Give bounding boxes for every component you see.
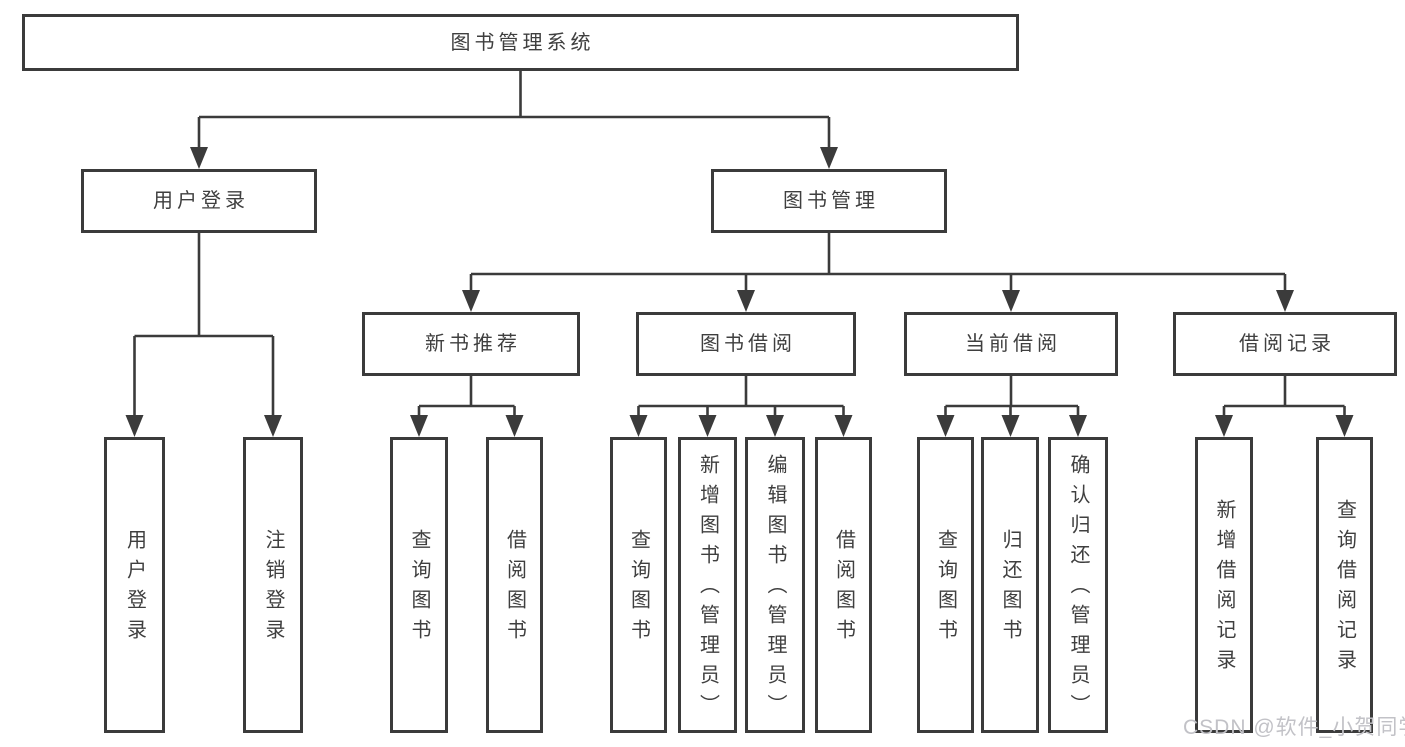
leaf-query-books-recommend: 查询图书 — [390, 437, 448, 733]
leaf-user-login: 用户登录 — [104, 437, 165, 733]
node-current-borrowing: 当前借阅 — [904, 312, 1118, 376]
leaf-query-books-current: 查询图书 — [917, 437, 974, 733]
leaf-borrow-books-recommend: 借阅图书 — [486, 437, 543, 733]
leaf-add-books-admin: 新增图书（管理员） — [678, 437, 737, 733]
node-book-management: 图书管理 — [711, 169, 947, 233]
leaf-return-books: 归还图书 — [981, 437, 1039, 733]
leaf-borrow-books: 借阅图书 — [815, 437, 872, 733]
node-new-book-recommend: 新书推荐 — [362, 312, 580, 376]
node-borrowing-records: 借阅记录 — [1173, 312, 1397, 376]
leaf-query-books-borrowing: 查询图书 — [610, 437, 667, 733]
node-user-login: 用户登录 — [81, 169, 317, 233]
leaf-edit-books-admin: 编辑图书（管理员） — [745, 437, 805, 733]
leaf-query-borrow-record: 查询借阅记录 — [1316, 437, 1373, 733]
csdn-watermark: CSDN @软件_小贺同学 — [1183, 716, 1405, 739]
node-library-management-system: 图书管理系统 — [22, 14, 1019, 71]
leaf-confirm-return-admin: 确认归还（管理员） — [1048, 437, 1108, 733]
leaf-logout: 注销登录 — [243, 437, 303, 733]
node-book-borrowing: 图书借阅 — [636, 312, 856, 376]
leaf-add-borrow-record: 新增借阅记录 — [1195, 437, 1253, 733]
